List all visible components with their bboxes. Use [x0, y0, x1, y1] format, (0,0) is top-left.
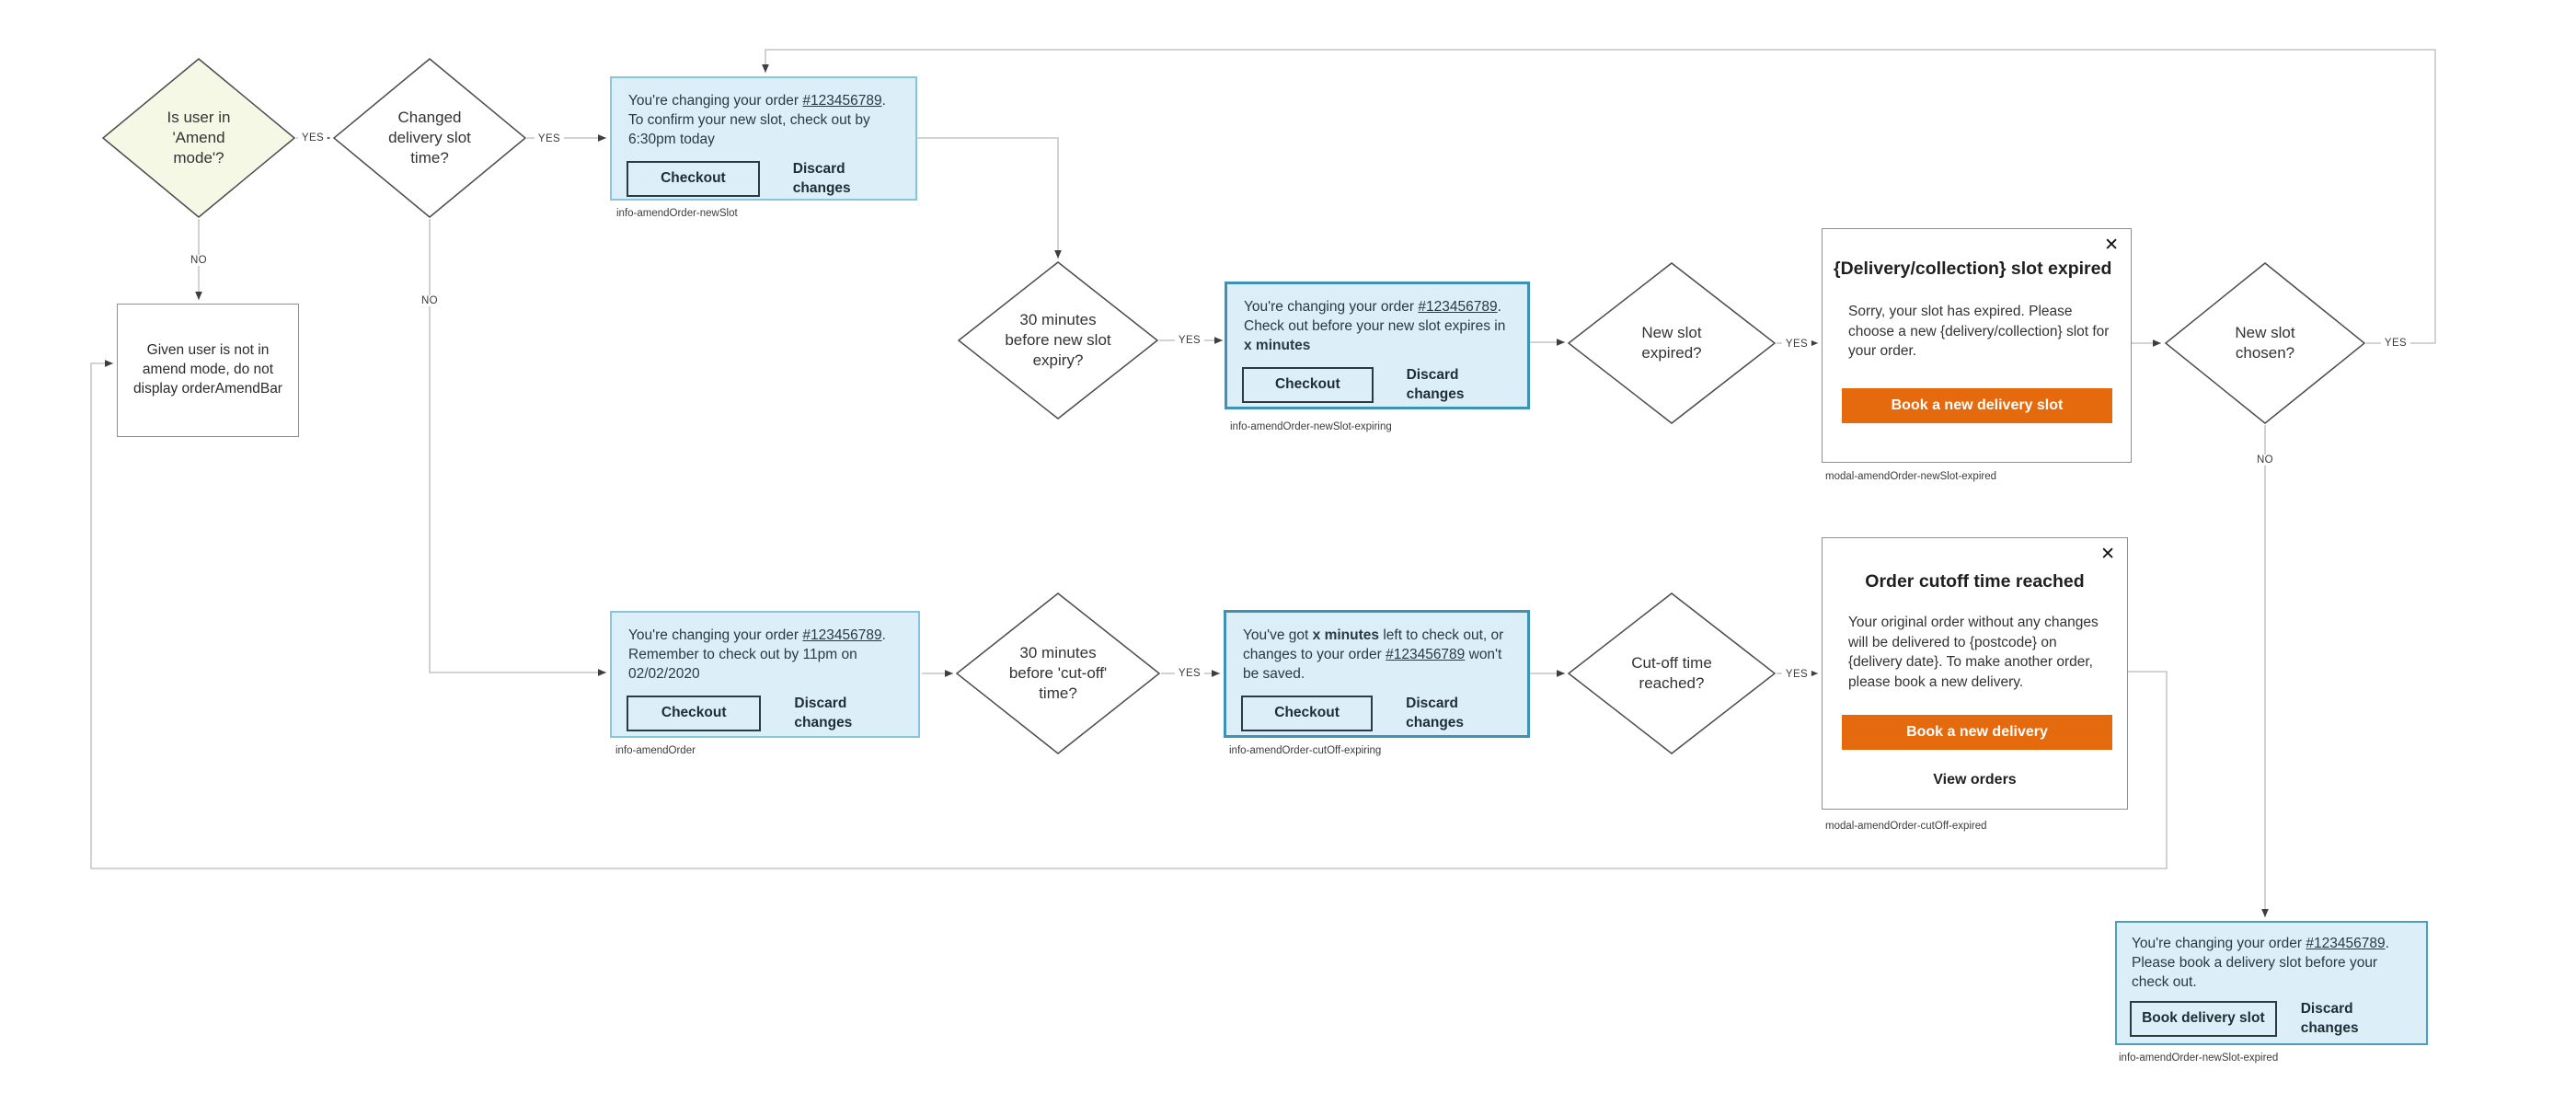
discard-changes-button[interactable]: Discard changes [2300, 1000, 2359, 1036]
decision-label-cutoff30: 30 minutes before 'cut-off' time? [1008, 643, 1108, 703]
infobox-message: You've got x minutes left to check out, … [1243, 627, 1504, 682]
infobox-amendorder-newslot: You're changing your order #123456789. T… [610, 76, 917, 201]
close-icon[interactable]: ✕ [2100, 545, 2115, 564]
decision-changed-slot[interactable] [332, 58, 527, 218]
infobox-tag: info-amendOrder-newSlot-expired [2119, 1052, 2279, 1064]
edge-label-yes: YES [1781, 669, 1812, 680]
decision-label-newslot-chosen: New slot chosen? [2235, 323, 2295, 362]
modal-tag: modal-amendOrder-cutOff-expired [1825, 821, 1987, 832]
checkout-button[interactable]: Checkout [627, 696, 762, 732]
connector-newslot-to-expiry30 [917, 137, 1062, 259]
infobox-tag: info-amendOrder-newSlot-expiring [1230, 421, 1392, 432]
view-orders-link[interactable]: View orders [1933, 771, 2017, 788]
connector-changedslot-no [429, 219, 606, 676]
checkout-button[interactable]: Checkout [1241, 696, 1374, 732]
discard-changes-button[interactable]: Discard changes [1406, 695, 1465, 730]
infobox-amendorder-newslot-expiring: You're changing your order #123456789. C… [1225, 282, 1530, 409]
infobox-message: You're changing your order #123456789. R… [628, 627, 886, 682]
connector-exit-amend-loop [90, 360, 2168, 869]
infobox-tag: info-amendOrder-newSlot [616, 208, 738, 219]
decision-amend-mode[interactable] [101, 58, 296, 218]
book-new-delivery-button[interactable]: Book a new delivery [1842, 714, 2112, 750]
book-delivery-slot-button[interactable]: Book delivery slot [2130, 1001, 2277, 1038]
decision-cutoff-reached[interactable] [1567, 592, 1777, 754]
decision-label-expiry30: 30 minutes before new slot expiry? [1005, 310, 1111, 370]
infobox-tag: info-amendOrder-cutOff-expiring [1229, 745, 1382, 756]
edge-label-no: NO [2252, 454, 2278, 466]
connector-chosen-yes-loop [762, 49, 2436, 344]
book-new-delivery-slot-button[interactable]: Book a new delivery slot [1842, 388, 2112, 424]
discard-changes-button[interactable]: Discard changes [792, 160, 851, 196]
edge-label-yes: YES [1781, 339, 1812, 350]
modal-body: Sorry, your slot has expired. Please cho… [1848, 304, 2110, 360]
modal-title: Order cutoff time reached [1865, 571, 2085, 592]
discard-changes-button[interactable]: Discard changes [1406, 366, 1465, 402]
modal-tag: modal-amendOrder-newSlot-expired [1825, 471, 1996, 482]
close-icon[interactable]: ✕ [2104, 236, 2119, 255]
edge-label-yes: YES [1174, 335, 1205, 346]
edge-label-yes: YES [297, 132, 328, 144]
infobox-message: You're changing your order #123456789. P… [2132, 936, 2389, 990]
modal-body: Your original order without any changes … [1848, 615, 2099, 691]
edge-label-yes: YES [1174, 668, 1205, 679]
decision-newslot-expiry30[interactable] [957, 261, 1159, 420]
edge-label-no: NO [417, 295, 443, 306]
checkout-button[interactable]: Checkout [627, 161, 760, 198]
decision-newslot-expired[interactable] [1567, 262, 1777, 424]
decision-newslot-chosen[interactable] [2164, 262, 2366, 424]
edge-label-yes: YES [2380, 338, 2411, 349]
decision-label-amend-mode: Is user in 'Amend mode'? [167, 108, 231, 167]
modal-title: {Delivery/collection} slot expired [1834, 259, 2112, 279]
infobox-message: You're changing your order #123456789. C… [1244, 299, 1506, 353]
decision-label-cutoff-reached: Cut-off time reached? [1631, 653, 1712, 692]
decision-label-changed-slot: Changed delivery slot time? [388, 108, 471, 167]
infobox-amendorder-newslot-expired: You're changing your order #123456789. P… [2115, 921, 2428, 1045]
process-label: Given user is not in amend mode, do not … [133, 342, 282, 397]
edge-label-no: NO [186, 255, 212, 266]
decision-label-newslot-expired: New slot expired? [1641, 323, 1702, 362]
decision-cutoff30[interactable] [955, 592, 1161, 754]
modal-cutoff-reached: ✕ Order cutoff time reached Your origina… [1822, 537, 2128, 810]
checkout-button[interactable]: Checkout [1242, 367, 1374, 404]
infobox-tag: info-amendOrder [615, 745, 696, 756]
discard-changes-button[interactable]: Discard changes [794, 695, 853, 730]
process-not-in-amend-mode[interactable]: Given user is not in amend mode, do not … [117, 304, 299, 437]
infobox-amendorder: You're changing your order #123456789. R… [610, 611, 920, 738]
edge-label-yes: YES [534, 133, 565, 144]
modal-slot-expired: ✕ {Delivery/collection} slot expired Sor… [1822, 228, 2132, 463]
infobox-amendorder-cutoff-expiring: You've got x minutes left to check out, … [1224, 610, 1530, 738]
infobox-message: You're changing your order #123456789. T… [628, 93, 886, 147]
